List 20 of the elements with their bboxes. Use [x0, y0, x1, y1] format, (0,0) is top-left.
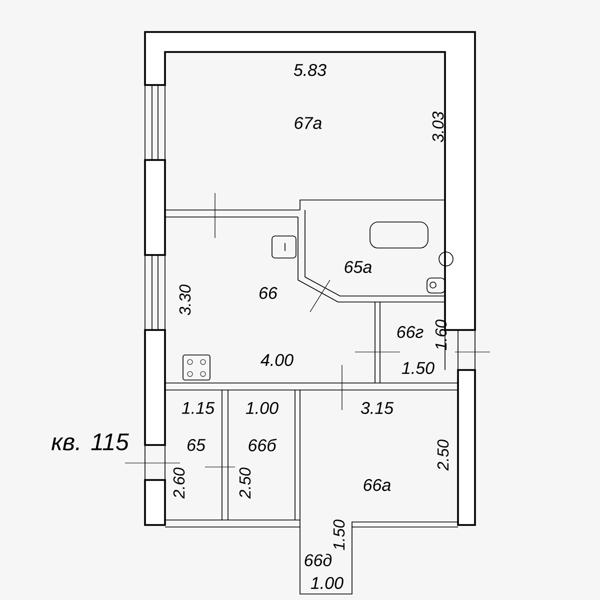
apartment-label: кв. 115	[52, 434, 129, 450]
room-number: 66д	[304, 554, 332, 566]
dimension-label: 2.50	[437, 440, 449, 471]
dimension-label: 1.50	[402, 362, 434, 374]
dimension-label: 2.50	[239, 468, 251, 499]
dimension-label: 3.15	[360, 402, 394, 414]
dimension-label: 4.00	[260, 354, 294, 366]
room-number: 66б	[248, 438, 277, 452]
node-text: 1.15 65 2.60	[173, 402, 215, 499]
node-text: 1.00 66б 2.50	[239, 402, 278, 499]
dimension-label: 1.15	[182, 402, 215, 414]
room-number: 66а	[364, 478, 391, 492]
room-number: 65	[188, 438, 206, 452]
dimension-label: 1.00	[246, 402, 278, 414]
node-text: 66г 1.60 1.50	[397, 320, 447, 374]
dimension-label: 1.50	[333, 520, 345, 550]
node-text: 1.50 66д 1.00	[304, 520, 345, 590]
node-text: 3.15 2.50 66а	[360, 402, 449, 492]
dimension-label: 1.00	[310, 577, 344, 590]
dimension-label: 2.60	[173, 468, 185, 499]
